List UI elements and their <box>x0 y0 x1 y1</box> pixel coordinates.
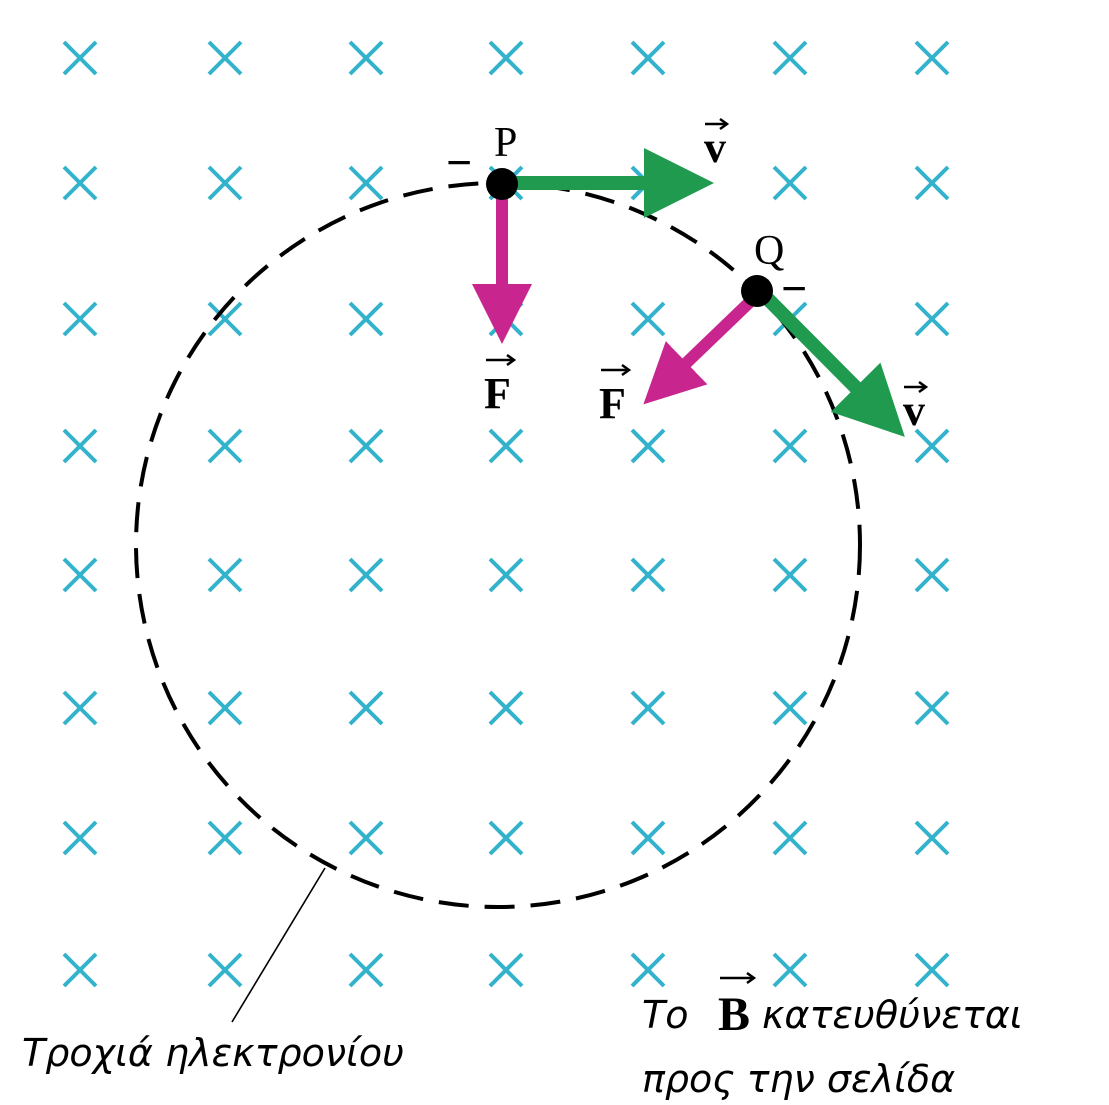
cross-into-page-icon <box>488 690 524 726</box>
cross-into-page-icon <box>348 40 384 76</box>
charge-sign-p: − <box>446 137 472 188</box>
velocity-arrow-q <box>755 286 905 437</box>
velocity-symbol: v <box>704 123 726 172</box>
cross-into-page-icon <box>488 428 524 464</box>
point-q-label: Q <box>754 228 784 274</box>
velocity-symbol: v <box>903 386 925 435</box>
vector-arrow-icon <box>506 353 517 367</box>
cross-into-page-icon <box>914 557 950 593</box>
cross-into-page-icon <box>348 301 384 337</box>
force-symbol: F <box>484 369 511 418</box>
cross-into-page-icon <box>772 690 808 726</box>
cross-into-page-icon <box>207 690 243 726</box>
cross-into-page-icon <box>62 165 98 201</box>
force-arrow-q <box>643 291 761 405</box>
orbit-caption-leader <box>231 867 326 1023</box>
cross-into-page-icon <box>630 301 666 337</box>
cross-into-page-icon <box>488 952 524 988</box>
cross-into-page-icon <box>914 690 950 726</box>
cross-into-page-icon <box>488 557 524 593</box>
cross-into-page-icon <box>630 428 666 464</box>
cross-into-page-icon <box>348 165 384 201</box>
cross-into-page-icon <box>348 557 384 593</box>
field-caption-prefix: Το <box>642 993 688 1037</box>
cross-into-page-icon <box>630 40 666 76</box>
cross-into-page-icon <box>772 40 808 76</box>
cross-into-page-icon <box>207 40 243 76</box>
cross-into-page-icon <box>348 690 384 726</box>
cross-into-page-icon <box>207 820 243 856</box>
cross-into-page-icon <box>914 40 950 76</box>
field-caption-line2: προς την σελίδα <box>642 1057 955 1101</box>
cross-into-page-icon <box>62 952 98 988</box>
cross-into-page-icon <box>62 301 98 337</box>
cross-into-page-icon <box>207 165 243 201</box>
cross-into-page-icon <box>488 40 524 76</box>
cross-into-page-icon <box>630 952 666 988</box>
electron-point-p <box>486 168 518 200</box>
cross-into-page-icon <box>772 820 808 856</box>
cross-into-page-icon <box>914 165 950 201</box>
force-label-q: F <box>599 363 632 428</box>
vector-arrow-icon <box>621 363 632 377</box>
vector-arrow-icon <box>719 117 730 131</box>
cross-into-page-icon <box>914 301 950 337</box>
cross-into-page-icon <box>772 557 808 593</box>
cross-into-page-icon <box>772 952 808 988</box>
cross-into-page-icon <box>62 820 98 856</box>
force-label-p: F <box>484 353 517 418</box>
charge-sign-q: − <box>781 263 807 314</box>
cross-into-page-icon <box>207 428 243 464</box>
cross-into-page-icon <box>914 820 950 856</box>
field-label: B <box>718 971 757 1041</box>
cross-into-page-icon <box>630 820 666 856</box>
point-p-label: P <box>494 120 517 166</box>
cross-into-page-icon <box>630 557 666 593</box>
cross-into-page-icon <box>630 690 666 726</box>
force-symbol: F <box>599 379 626 428</box>
cross-into-page-icon <box>207 952 243 988</box>
field-symbol: B <box>718 988 750 1041</box>
electron-point-q <box>741 275 773 307</box>
cross-into-page-icon <box>772 428 808 464</box>
cross-into-page-icon <box>348 820 384 856</box>
cross-into-page-icon <box>62 690 98 726</box>
cross-into-page-icon <box>348 428 384 464</box>
field-caption-suffix: κατευθύνεται <box>762 993 1023 1037</box>
cross-into-page-icon <box>914 952 950 988</box>
cross-into-page-icon <box>914 428 950 464</box>
cross-into-page-icon <box>207 301 243 337</box>
vector-arrow-icon <box>746 971 757 985</box>
cross-into-page-icon <box>62 557 98 593</box>
velocity-label-p: v <box>704 117 730 172</box>
velocity-label-q: v <box>903 380 929 435</box>
cross-into-page-icon <box>772 165 808 201</box>
cross-into-page-icon <box>488 820 524 856</box>
vector-arrow-icon <box>918 380 929 394</box>
cross-into-page-icon <box>62 40 98 76</box>
orbit-caption: Τροχιά ηλεκτρονίου <box>22 1031 404 1075</box>
cross-into-page-icon <box>62 428 98 464</box>
cross-into-page-icon <box>348 952 384 988</box>
cross-into-page-icon <box>207 557 243 593</box>
